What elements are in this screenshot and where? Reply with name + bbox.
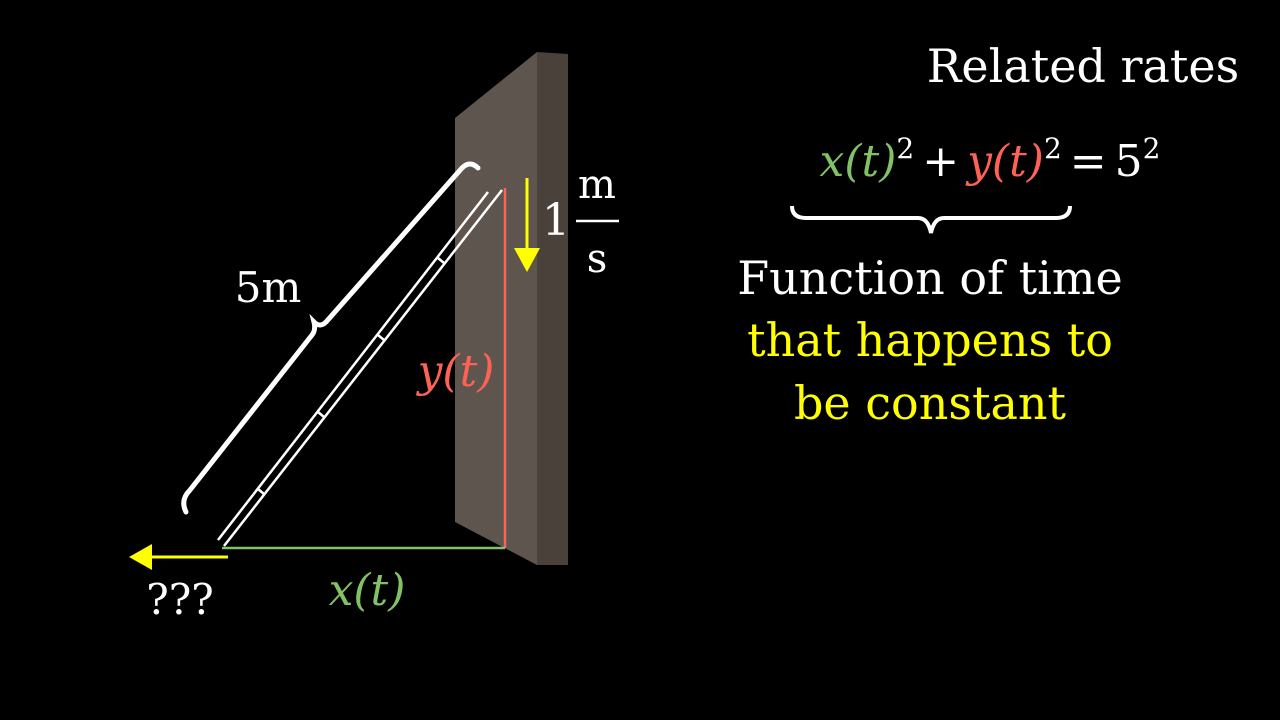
eq-x-term: x(t) — [820, 136, 897, 187]
eq-x-exp: 2 — [896, 132, 914, 165]
rate-unit-denominator: s — [587, 236, 608, 282]
eq-equals: = — [1070, 136, 1107, 187]
annotation-line-2: that happens to — [747, 313, 1113, 367]
rate-unit-numerator: m — [578, 162, 616, 208]
ladder-length-brace — [181, 161, 481, 515]
title: Related rates — [927, 39, 1240, 93]
eq-five: 5 — [1115, 136, 1143, 187]
down-arrow-icon — [514, 178, 540, 272]
wall-side — [537, 52, 568, 565]
eq-y-exp: 2 — [1044, 132, 1062, 165]
annotation-line-3: be constant — [794, 376, 1067, 430]
equation-brace — [790, 205, 1072, 234]
rate-number: 1 — [542, 195, 570, 246]
y-label: y(t) — [416, 346, 495, 397]
left-arrow-icon — [129, 544, 228, 570]
ladder — [217, 189, 503, 547]
x-label: x(t) — [329, 565, 406, 616]
unknown-rate-label: ??? — [146, 575, 214, 624]
ladder-length-label: 5m — [235, 263, 302, 312]
wall-front — [455, 52, 537, 565]
equation: x(t)2+y(t)2=52 — [820, 132, 1161, 187]
eq-plus: + — [922, 136, 959, 187]
eq-five-exp: 2 — [1143, 132, 1161, 165]
annotation-line-1: Function of time — [737, 251, 1122, 305]
eq-y-term: y(t) — [965, 136, 1044, 187]
